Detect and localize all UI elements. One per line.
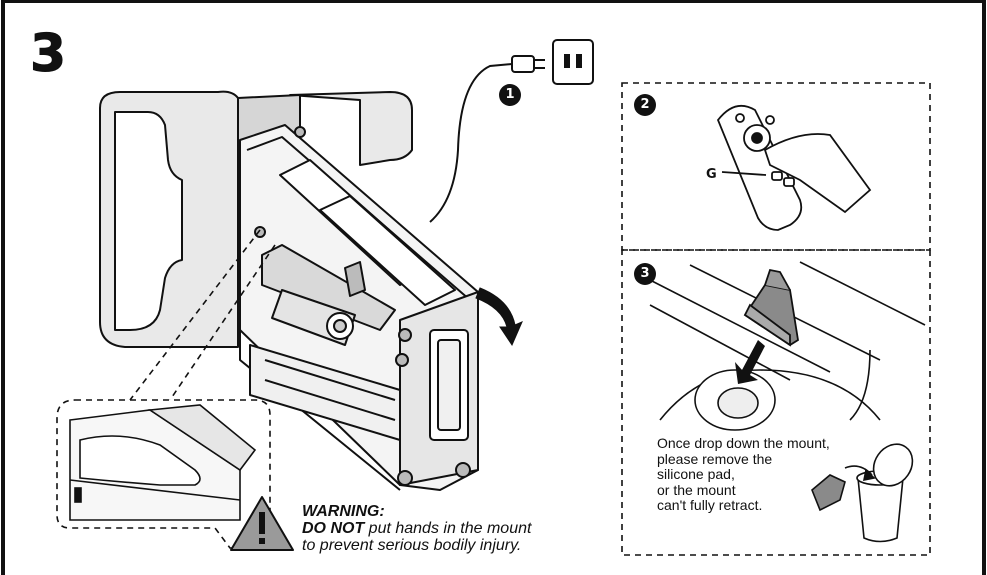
warning-line1: DO NOT put hands in the mount [302, 520, 602, 537]
zoom-leader-lines [129, 229, 276, 401]
pad-note-line: please remove the [657, 450, 773, 467]
pad-note-line: silicone pad, [657, 466, 735, 482]
silicone-pad-icon [743, 268, 799, 347]
power-plug-icon [429, 55, 545, 223]
trash-bin-icon [811, 443, 914, 543]
warning-emphasis: DO NOT [302, 520, 365, 537]
warning-line2: to prevent serious bodily injury. [302, 537, 522, 554]
pad-note-line: Once drop down the mount, [657, 435, 830, 451]
wall-outlet-icon [552, 39, 594, 85]
callout-plug: 1 [499, 84, 521, 106]
step-number: 3 [29, 24, 67, 84]
mount-illustration [99, 90, 479, 491]
warning-line1-rest: put hands in the mount [364, 520, 532, 537]
hand-inset [56, 399, 271, 549]
warning-icon [230, 496, 294, 551]
warning-text: WARNING: DO NOT put hands in the mount t… [302, 503, 602, 554]
warning-title: WARNING: [302, 503, 385, 520]
pad-note: Once drop down the mount, please remove … [657, 435, 907, 514]
rotate-arrow-icon [475, 287, 523, 347]
pad-note-line: or the mount [657, 481, 736, 498]
down-arrow-icon [735, 340, 765, 384]
pad-removal-illustration [649, 261, 926, 431]
remote-control-icon [716, 104, 872, 231]
pad-note-line: can't fully retract. [657, 497, 763, 513]
callout-pad: 3 [634, 263, 656, 285]
remote-button-label: G [706, 167, 717, 182]
callout-remote: 2 [634, 94, 656, 116]
